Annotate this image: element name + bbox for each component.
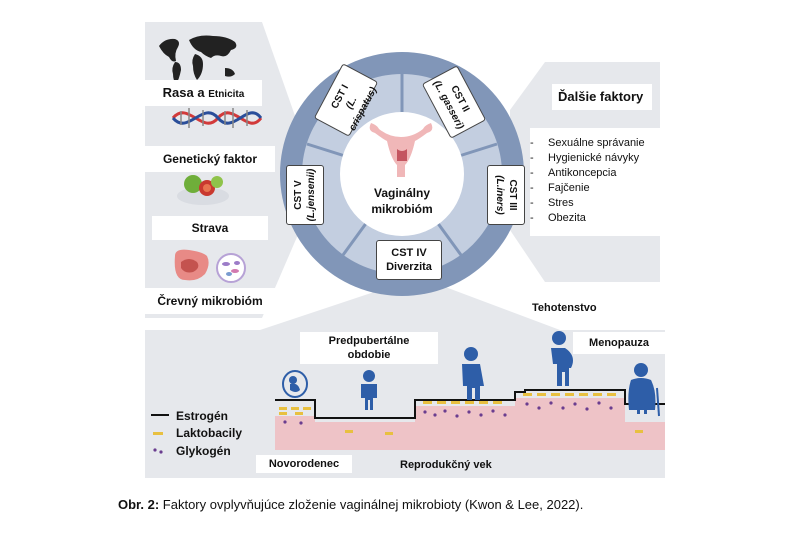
world-map-icon (159, 35, 237, 84)
food-plate-icon (177, 175, 229, 205)
genetic-factor-label: Genetický faktor (145, 146, 275, 172)
lactobacilli-marks (279, 393, 643, 435)
legend-lacto-mark (153, 432, 163, 435)
cst4-box: CST IV Diverzita (376, 240, 442, 280)
gut-icon (174, 249, 209, 281)
pregnancy-label: Tehotenstvo (532, 302, 597, 314)
factor-item: Stres (548, 197, 574, 209)
dna-icon (171, 108, 262, 128)
estrogen-line (275, 389, 665, 419)
factor-item: Fajčenie (548, 182, 590, 194)
factor-item: Obezita (548, 212, 586, 224)
elderly-woman-icon (628, 363, 660, 417)
prepubertal-label: Predpubertálne obdobie (300, 332, 438, 364)
legend-lacto-label: Laktobacily (176, 426, 243, 440)
child-icon (361, 370, 377, 410)
legend-estrogen-label: Estrogén (176, 409, 229, 423)
fetus-icon (282, 370, 308, 398)
diet-label: Strava (152, 216, 268, 240)
figure-caption: Obr. 2: Faktory ovplyvňujúce zloženie va… (118, 497, 584, 512)
other-factors-title: Ďalšie faktory (552, 84, 652, 110)
cst5-box: CST V (L.jensenii) (286, 165, 324, 225)
timeline-connector (260, 285, 560, 330)
gut-microbiome-label: Črevný mikrobióm (145, 288, 275, 314)
race-ethnicity-label: Rasa a Etnicita (145, 80, 262, 106)
left-panel-icons (159, 35, 262, 283)
legend-glycogen-mark (153, 448, 163, 454)
tissue-band (275, 422, 665, 450)
timeline-graphic (151, 331, 665, 454)
factor-item: Sexuálne správanie (548, 137, 645, 149)
cst3-box: CST III (L.iners) (487, 165, 525, 225)
other-factors-list: -Sexuálne správanie -Hygienické návyky -… (530, 128, 670, 236)
menopause-label: Menopauza (573, 332, 665, 354)
factor-item: Antikoncepcia (548, 167, 617, 179)
legend-glycogen-label: Glykogén (176, 444, 231, 458)
center-label: Vaginálny mikrobióm (371, 186, 433, 216)
factor-item: Hygienické návyky (548, 152, 640, 164)
reproductive-age-label: Reprodukčný vek (400, 459, 492, 471)
bacteria-icon (216, 253, 246, 283)
newborn-label: Novorodenec (256, 455, 352, 473)
uterus-icon (369, 123, 433, 177)
pregnant-woman-icon (551, 331, 573, 386)
woman-icon (462, 347, 484, 400)
glycogen-dots (283, 401, 613, 425)
